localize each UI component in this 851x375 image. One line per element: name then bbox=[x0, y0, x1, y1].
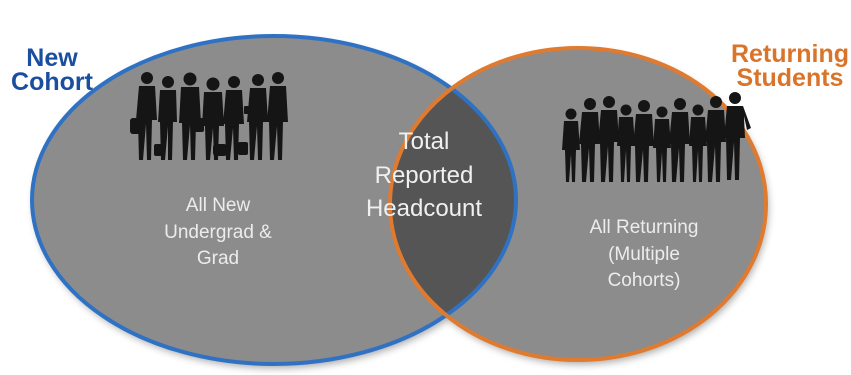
intersection-label: Total Reported Headcount bbox=[339, 125, 509, 226]
returning-students-outline bbox=[388, 46, 768, 362]
new-cohort-description-line: All New bbox=[185, 195, 251, 216]
new-cohort-title-line: Cohort bbox=[11, 67, 93, 96]
returning-students-description: All Returning (Multiple Cohorts) bbox=[569, 215, 719, 295]
new-cohort-outline bbox=[30, 34, 518, 366]
people-crowd-silhouette-icon bbox=[562, 92, 751, 182]
new-cohort-title-line: New bbox=[26, 44, 78, 72]
returning-students-description-line: Cohorts) bbox=[607, 270, 681, 292]
new-cohort-title: New Cohort bbox=[2, 44, 102, 96]
intersection-label-line: Reported bbox=[374, 161, 474, 189]
returning-students-description-line: (Multiple bbox=[608, 243, 680, 265]
returning-students-description-line: All Returning bbox=[589, 217, 699, 238]
intersection-label-line: Headcount bbox=[365, 195, 483, 223]
returning-students-title: Returning Students bbox=[715, 40, 851, 92]
returning-students-title-line: Students bbox=[736, 63, 844, 92]
student-group-silhouette-icon bbox=[130, 72, 288, 160]
returning-students-title-line: Returning bbox=[730, 40, 850, 68]
new-cohort-description-line: Grad bbox=[196, 248, 240, 270]
intersection-label-line: Total bbox=[398, 128, 450, 155]
new-cohort-description: All New Undergrad & Grad bbox=[143, 193, 293, 273]
new-cohort-description-line: Undergrad & bbox=[164, 221, 272, 243]
